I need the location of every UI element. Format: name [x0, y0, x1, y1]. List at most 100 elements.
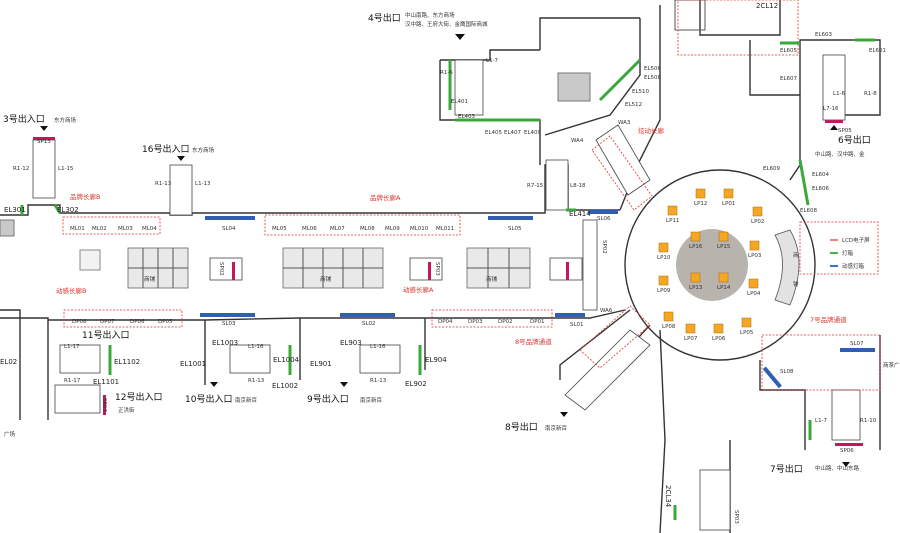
- code-label: L1-13: [195, 181, 211, 187]
- zone-brand-b: 品牌长廊B: [70, 192, 100, 201]
- code-label: EL1002: [272, 382, 298, 390]
- code-label: SP05: [838, 128, 852, 134]
- exit-6-dest: 中山路、汉中路、金: [815, 150, 865, 158]
- code-label: DP06: [130, 319, 145, 325]
- code-label: SL01: [570, 322, 584, 328]
- exit-11-label: 11号出入口: [82, 329, 129, 341]
- exit-8-dest: 南京新百: [545, 424, 568, 432]
- code-label: EL405: [485, 130, 503, 136]
- code-label: EL607: [780, 76, 798, 82]
- exit-16-label: 16号出入口: [142, 143, 189, 155]
- exit-arrow-icon: [455, 34, 465, 40]
- lightbox-marker: [685, 323, 696, 334]
- code-label: EL904: [425, 356, 447, 364]
- lightbox-label: LP10: [657, 255, 671, 261]
- lightbox-marker: [695, 188, 706, 199]
- code-label: ML02: [92, 226, 107, 232]
- code-label: EL1003: [212, 339, 238, 347]
- lightbox-marker: [741, 317, 752, 328]
- legend-lcd: LCD电子屏: [842, 236, 870, 244]
- lightbox-label: LP15: [717, 244, 731, 250]
- lightbox-label: LP14: [717, 285, 731, 291]
- zone-labels: 品牌长廊B 品牌长廊A 动感长廊B 动感长廊A 8号品牌通道 7号品牌通道 炫动…: [56, 126, 847, 346]
- exit-9-label: 9号出入口: [307, 393, 349, 405]
- code-label: SL04: [222, 226, 236, 232]
- exit-arrow-icon: [842, 462, 850, 467]
- exit-arrow-icon: [830, 125, 838, 130]
- code-label: R1-6: [440, 70, 453, 76]
- code-label: R1-8: [864, 91, 877, 97]
- code-label: EL506: [644, 66, 662, 72]
- exit-7-dest: 中山路、中山东路: [815, 464, 860, 472]
- code-label: L1-16: [370, 344, 386, 350]
- code-label: SL03: [222, 321, 236, 327]
- lightbox-label: LP07: [684, 336, 698, 342]
- shop-blocks: 商铺 商铺 商铺: [0, 72, 591, 289]
- code-label: R1-13: [248, 378, 265, 384]
- lightbox-label: LP02: [751, 219, 764, 225]
- exit-12-dest: 正洪街: [118, 406, 135, 414]
- lightbox-label: LP09: [657, 288, 671, 294]
- code-label: EL601: [869, 48, 886, 54]
- code-label: L1-17: [64, 344, 80, 350]
- lightbox-marker: [713, 323, 724, 334]
- code-label: EL902: [405, 380, 427, 388]
- code-label: DP05: [158, 319, 173, 325]
- exit-9-dest: 南京新百: [360, 396, 383, 404]
- lightbox-label: LP11: [666, 218, 679, 224]
- zone-fun: 炫动长廊: [638, 126, 665, 135]
- code-label: ML07: [330, 226, 345, 232]
- exit-3-dest: 东方商场: [54, 116, 77, 124]
- exit-arrow-icon: [210, 382, 218, 387]
- lightbox-label: LP16: [689, 244, 703, 250]
- code-label: SP13: [37, 139, 51, 145]
- code-label: L1-7: [486, 58, 499, 64]
- lightbox-marker: [752, 206, 763, 217]
- code-label: DP01: [530, 319, 545, 325]
- code-label: L8-18: [570, 183, 586, 189]
- code-label: WA3: [618, 120, 631, 126]
- sp-marks: [33, 120, 863, 446]
- svg-text:铺: 铺: [793, 280, 799, 288]
- code-label: EL604: [812, 172, 830, 178]
- code-label: EL1101: [93, 378, 119, 386]
- code-label: L1-16: [248, 344, 264, 350]
- code-label: R1-17: [64, 378, 81, 384]
- code-label: L7-16: [823, 106, 839, 112]
- sp03-label: SP03: [434, 262, 440, 276]
- code-label: EL302: [57, 206, 79, 214]
- lightbox-marker: [718, 272, 729, 283]
- sp07-label: SP07: [101, 398, 107, 412]
- code-label: SL02: [362, 321, 376, 327]
- legend-dynamic: 动感灯箱: [842, 262, 865, 270]
- code-label: L1-6: [833, 91, 846, 97]
- code-labels: ML01 ML02 ML03 ML04 ML05 ML06 ML07 ML08 …: [0, 2, 886, 454]
- legend: LCD电子屏 灯箱 动感灯箱: [830, 236, 870, 270]
- code-label: ML09: [385, 226, 400, 232]
- lightbox-marker: [718, 231, 729, 242]
- kiosk: [557, 72, 591, 102]
- code-label: ML05: [272, 226, 287, 232]
- code-label: EL401: [451, 99, 468, 105]
- code-label: EL512: [625, 102, 642, 108]
- lightbox-label: LP06: [712, 336, 726, 342]
- svg-text:商: 商: [793, 251, 799, 259]
- code-label: WA6: [600, 308, 613, 314]
- code-label: EL1001: [180, 360, 206, 368]
- code-label: SL08: [780, 369, 794, 375]
- code-label: ML06: [302, 226, 317, 232]
- lightbox-marker: [663, 311, 674, 322]
- code-label: EL901: [310, 360, 332, 368]
- code-label: 2CL12: [756, 2, 778, 10]
- code-label: R1-10: [860, 418, 877, 424]
- exit-12-label: 12号出入口: [115, 391, 162, 403]
- zones: [62, 0, 881, 391]
- exit-8-label: 8号出口: [505, 421, 538, 433]
- code-label: EL403: [458, 114, 476, 120]
- shop-label: 商铺: [486, 275, 498, 283]
- lightbox-label: LP03: [748, 253, 762, 259]
- sp03b-label: SP03: [733, 510, 739, 524]
- code-label: ML01: [70, 226, 85, 232]
- code-label: EL414: [569, 210, 591, 218]
